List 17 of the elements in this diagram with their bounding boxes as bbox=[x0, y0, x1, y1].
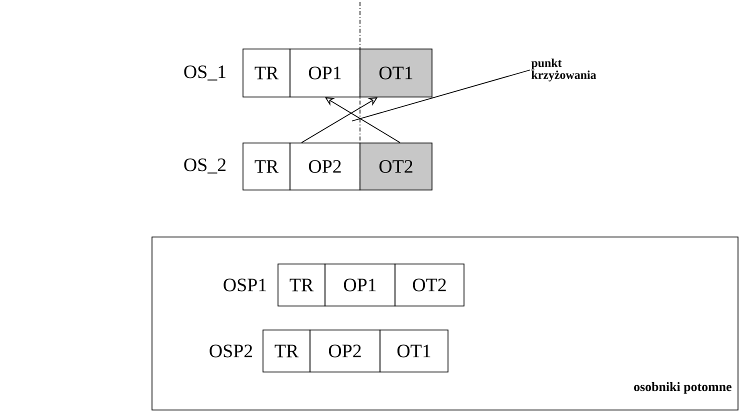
row-label: OS_1 bbox=[184, 66, 226, 80]
gene-cell: OP2 bbox=[310, 330, 380, 372]
gene-cell: OT1 bbox=[360, 48, 432, 98]
gene-cell: OP1 bbox=[324, 264, 396, 306]
callout-text: punkt krzyżowania bbox=[531, 58, 596, 82]
leader-line bbox=[352, 70, 530, 122]
row-label: OS_2 bbox=[184, 158, 226, 174]
gene-cell: OT2 bbox=[360, 142, 432, 190]
gene-cell: TR bbox=[278, 264, 326, 306]
gene-cell: TR bbox=[262, 330, 310, 372]
gene-cell: OT2 bbox=[394, 264, 464, 306]
row-label: OSP2 bbox=[210, 344, 252, 358]
gene-cell: OT1 bbox=[380, 330, 448, 372]
row-label: OSP1 bbox=[224, 278, 266, 292]
gene-cell: TR bbox=[242, 142, 290, 190]
gene-cell: TR bbox=[242, 48, 290, 98]
arrow bbox=[325, 97, 400, 144]
